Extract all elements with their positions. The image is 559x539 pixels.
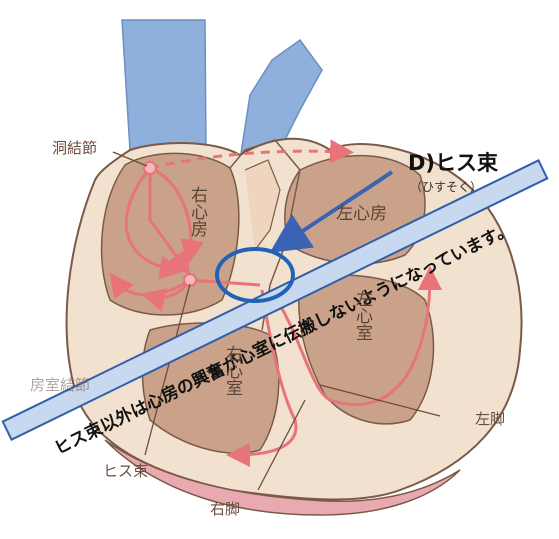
sa-to-la-dashed [149, 139, 354, 170]
callout-reading: （ひすそく） [410, 180, 482, 194]
label-av-node: 房室結節 [30, 376, 90, 394]
label-sa-node: 洞結節 [52, 139, 97, 157]
interatrial-wall [244, 159, 281, 251]
heart-bottom-rim [104, 439, 461, 516]
label-right-ventricle: 右心室 [222, 345, 243, 396]
label-left-atrium: 左心房 [336, 204, 387, 224]
label-left-bundle: 左脚 [475, 410, 505, 428]
label-right-bundle: 右脚 [210, 500, 240, 518]
septum-walls [229, 139, 301, 331]
his-bundle-path [189, 278, 261, 287]
left-bundle-path [268, 266, 442, 407]
sa-node-dot [143, 161, 157, 175]
label-right-atrium: 右心房 [187, 186, 208, 238]
label-his-bundle: ヒス束 [103, 462, 148, 480]
sa-to-av-1 [148, 168, 191, 276]
sa-to-av-2 [149, 166, 204, 264]
callout-title: D)ヒス束 [408, 151, 499, 175]
callout-arrow [269, 170, 394, 253]
conduction-system [109, 139, 442, 467]
leader-lines [112, 151, 441, 491]
his-bundle-highlight [215, 247, 295, 303]
label-left-ventricle: 左心室 [352, 290, 373, 341]
sa-to-av-3 [124, 167, 184, 280]
